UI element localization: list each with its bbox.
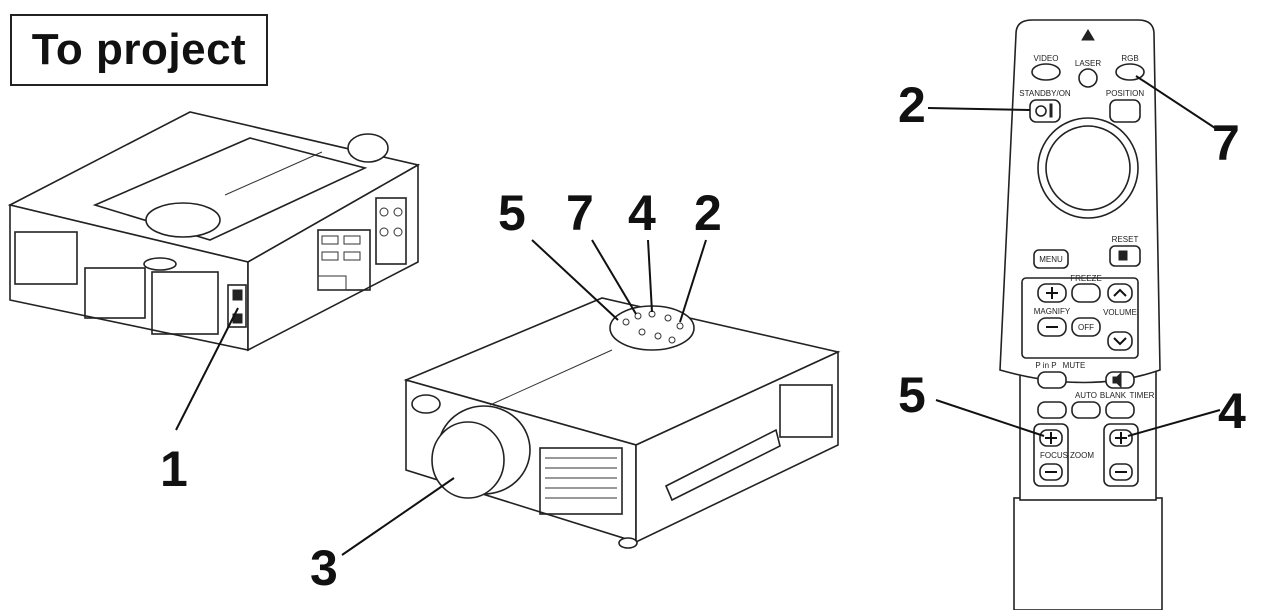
side-handle bbox=[664, 428, 781, 502]
callout-remote-4: 4 bbox=[1218, 383, 1246, 439]
zoom-rocker bbox=[1103, 423, 1139, 487]
callout-line-remote-4 bbox=[1127, 409, 1221, 437]
label-pinp: P in P bbox=[1035, 361, 1056, 370]
remote-disk-pad bbox=[1037, 117, 1139, 219]
label-magnify: MAGNIFY bbox=[1034, 307, 1071, 316]
label-volume: VOLUME bbox=[1103, 308, 1137, 317]
label-reset: RESET bbox=[1112, 235, 1139, 244]
label-auto: AUTO bbox=[1075, 391, 1097, 400]
page-title: To project bbox=[10, 14, 268, 86]
label-freeze: FREEZE bbox=[1070, 274, 1102, 283]
front-sensor bbox=[411, 394, 441, 414]
reset-icon bbox=[1118, 250, 1128, 261]
callout-line-top-2 bbox=[679, 239, 707, 323]
label-off: OFF bbox=[1078, 323, 1094, 332]
auto-button[interactable] bbox=[1037, 401, 1067, 419]
callout-line-remote-5 bbox=[935, 399, 1045, 437]
callout-line-remote-7 bbox=[1135, 75, 1216, 129]
video-button[interactable] bbox=[1031, 63, 1061, 81]
volume-down-button[interactable] bbox=[1107, 331, 1133, 351]
label-timer: TIMER bbox=[1130, 391, 1155, 400]
label-focus: FOCUS bbox=[1040, 451, 1068, 460]
front-side-face bbox=[635, 350, 839, 544]
callout-top-2: 2 bbox=[694, 185, 722, 241]
callout-remote-5: 5 bbox=[898, 367, 926, 423]
callout-1: 1 bbox=[160, 441, 188, 497]
laser-warning-icon bbox=[1081, 29, 1095, 41]
side-vent bbox=[779, 384, 833, 438]
remote-hand bbox=[1013, 497, 1163, 610]
label-position: POSITION bbox=[1106, 89, 1144, 98]
remote-control: VIDEO LASER RGB STANDBY/ON POSITION RESE… bbox=[927, 19, 1221, 610]
label-zoom: ZOOM bbox=[1070, 451, 1094, 460]
rear-panel-mid bbox=[84, 267, 146, 319]
focus-rocker bbox=[1033, 423, 1069, 487]
rear-vent-left bbox=[14, 231, 78, 285]
label-mute: MUTE bbox=[1063, 361, 1086, 370]
projector-front-view bbox=[341, 239, 841, 556]
front-vent bbox=[539, 447, 623, 515]
magnify-off-button[interactable] bbox=[1071, 317, 1101, 337]
rear-lens-bump bbox=[347, 133, 389, 163]
callout-line-remote-2 bbox=[927, 107, 1031, 111]
remote-disk-inner bbox=[1045, 125, 1131, 211]
callout-top-7: 7 bbox=[566, 185, 594, 241]
callout-top-4: 4 bbox=[628, 185, 656, 241]
callout-line-1 bbox=[175, 307, 239, 431]
callout-line-top-4 bbox=[647, 239, 653, 313]
callout-top-5: 5 bbox=[498, 185, 526, 241]
laser-button[interactable] bbox=[1078, 68, 1098, 88]
timer-button[interactable] bbox=[1105, 401, 1135, 419]
chevron-down-icon bbox=[1113, 337, 1127, 346]
power-icon bbox=[1035, 105, 1047, 117]
blank-button[interactable] bbox=[1071, 401, 1101, 419]
position-button[interactable] bbox=[1109, 99, 1141, 123]
callout-line-top-5 bbox=[531, 239, 619, 321]
chevron-up-icon bbox=[1113, 288, 1127, 297]
label-rgb: RGB bbox=[1121, 54, 1138, 63]
rear-top-button bbox=[143, 257, 177, 271]
front-control-panel bbox=[609, 305, 695, 351]
label-blank: BLANK bbox=[1100, 391, 1127, 400]
label-standby-on: STANDBY/ON bbox=[1019, 89, 1071, 98]
rear-control-dial bbox=[145, 202, 221, 238]
freeze-button[interactable] bbox=[1071, 283, 1101, 303]
menu-button[interactable] bbox=[1033, 249, 1069, 269]
label-menu: MENU bbox=[1039, 255, 1063, 264]
lens-icon bbox=[431, 421, 505, 499]
projector-rear-view bbox=[7, 111, 421, 431]
label-laser: LASER bbox=[1075, 59, 1101, 68]
power-switch-icon bbox=[232, 289, 243, 301]
label-video: VIDEO bbox=[1034, 54, 1059, 63]
rear-vent-right bbox=[151, 271, 219, 335]
callout-line-3 bbox=[341, 477, 455, 556]
callout-remote-7: 7 bbox=[1212, 115, 1240, 171]
volume-up-button[interactable] bbox=[1107, 283, 1133, 303]
callout-remote-2: 2 bbox=[898, 77, 926, 133]
pinp-button[interactable] bbox=[1037, 371, 1067, 389]
remote-button-panel bbox=[1021, 277, 1139, 359]
front-foot bbox=[618, 537, 638, 549]
callout-line-top-7 bbox=[591, 239, 637, 315]
rear-connector-panel bbox=[375, 197, 407, 265]
speaker-mute-icon bbox=[1112, 371, 1122, 389]
standby-on-button[interactable] bbox=[1029, 99, 1061, 123]
callout-3: 3 bbox=[310, 540, 338, 596]
